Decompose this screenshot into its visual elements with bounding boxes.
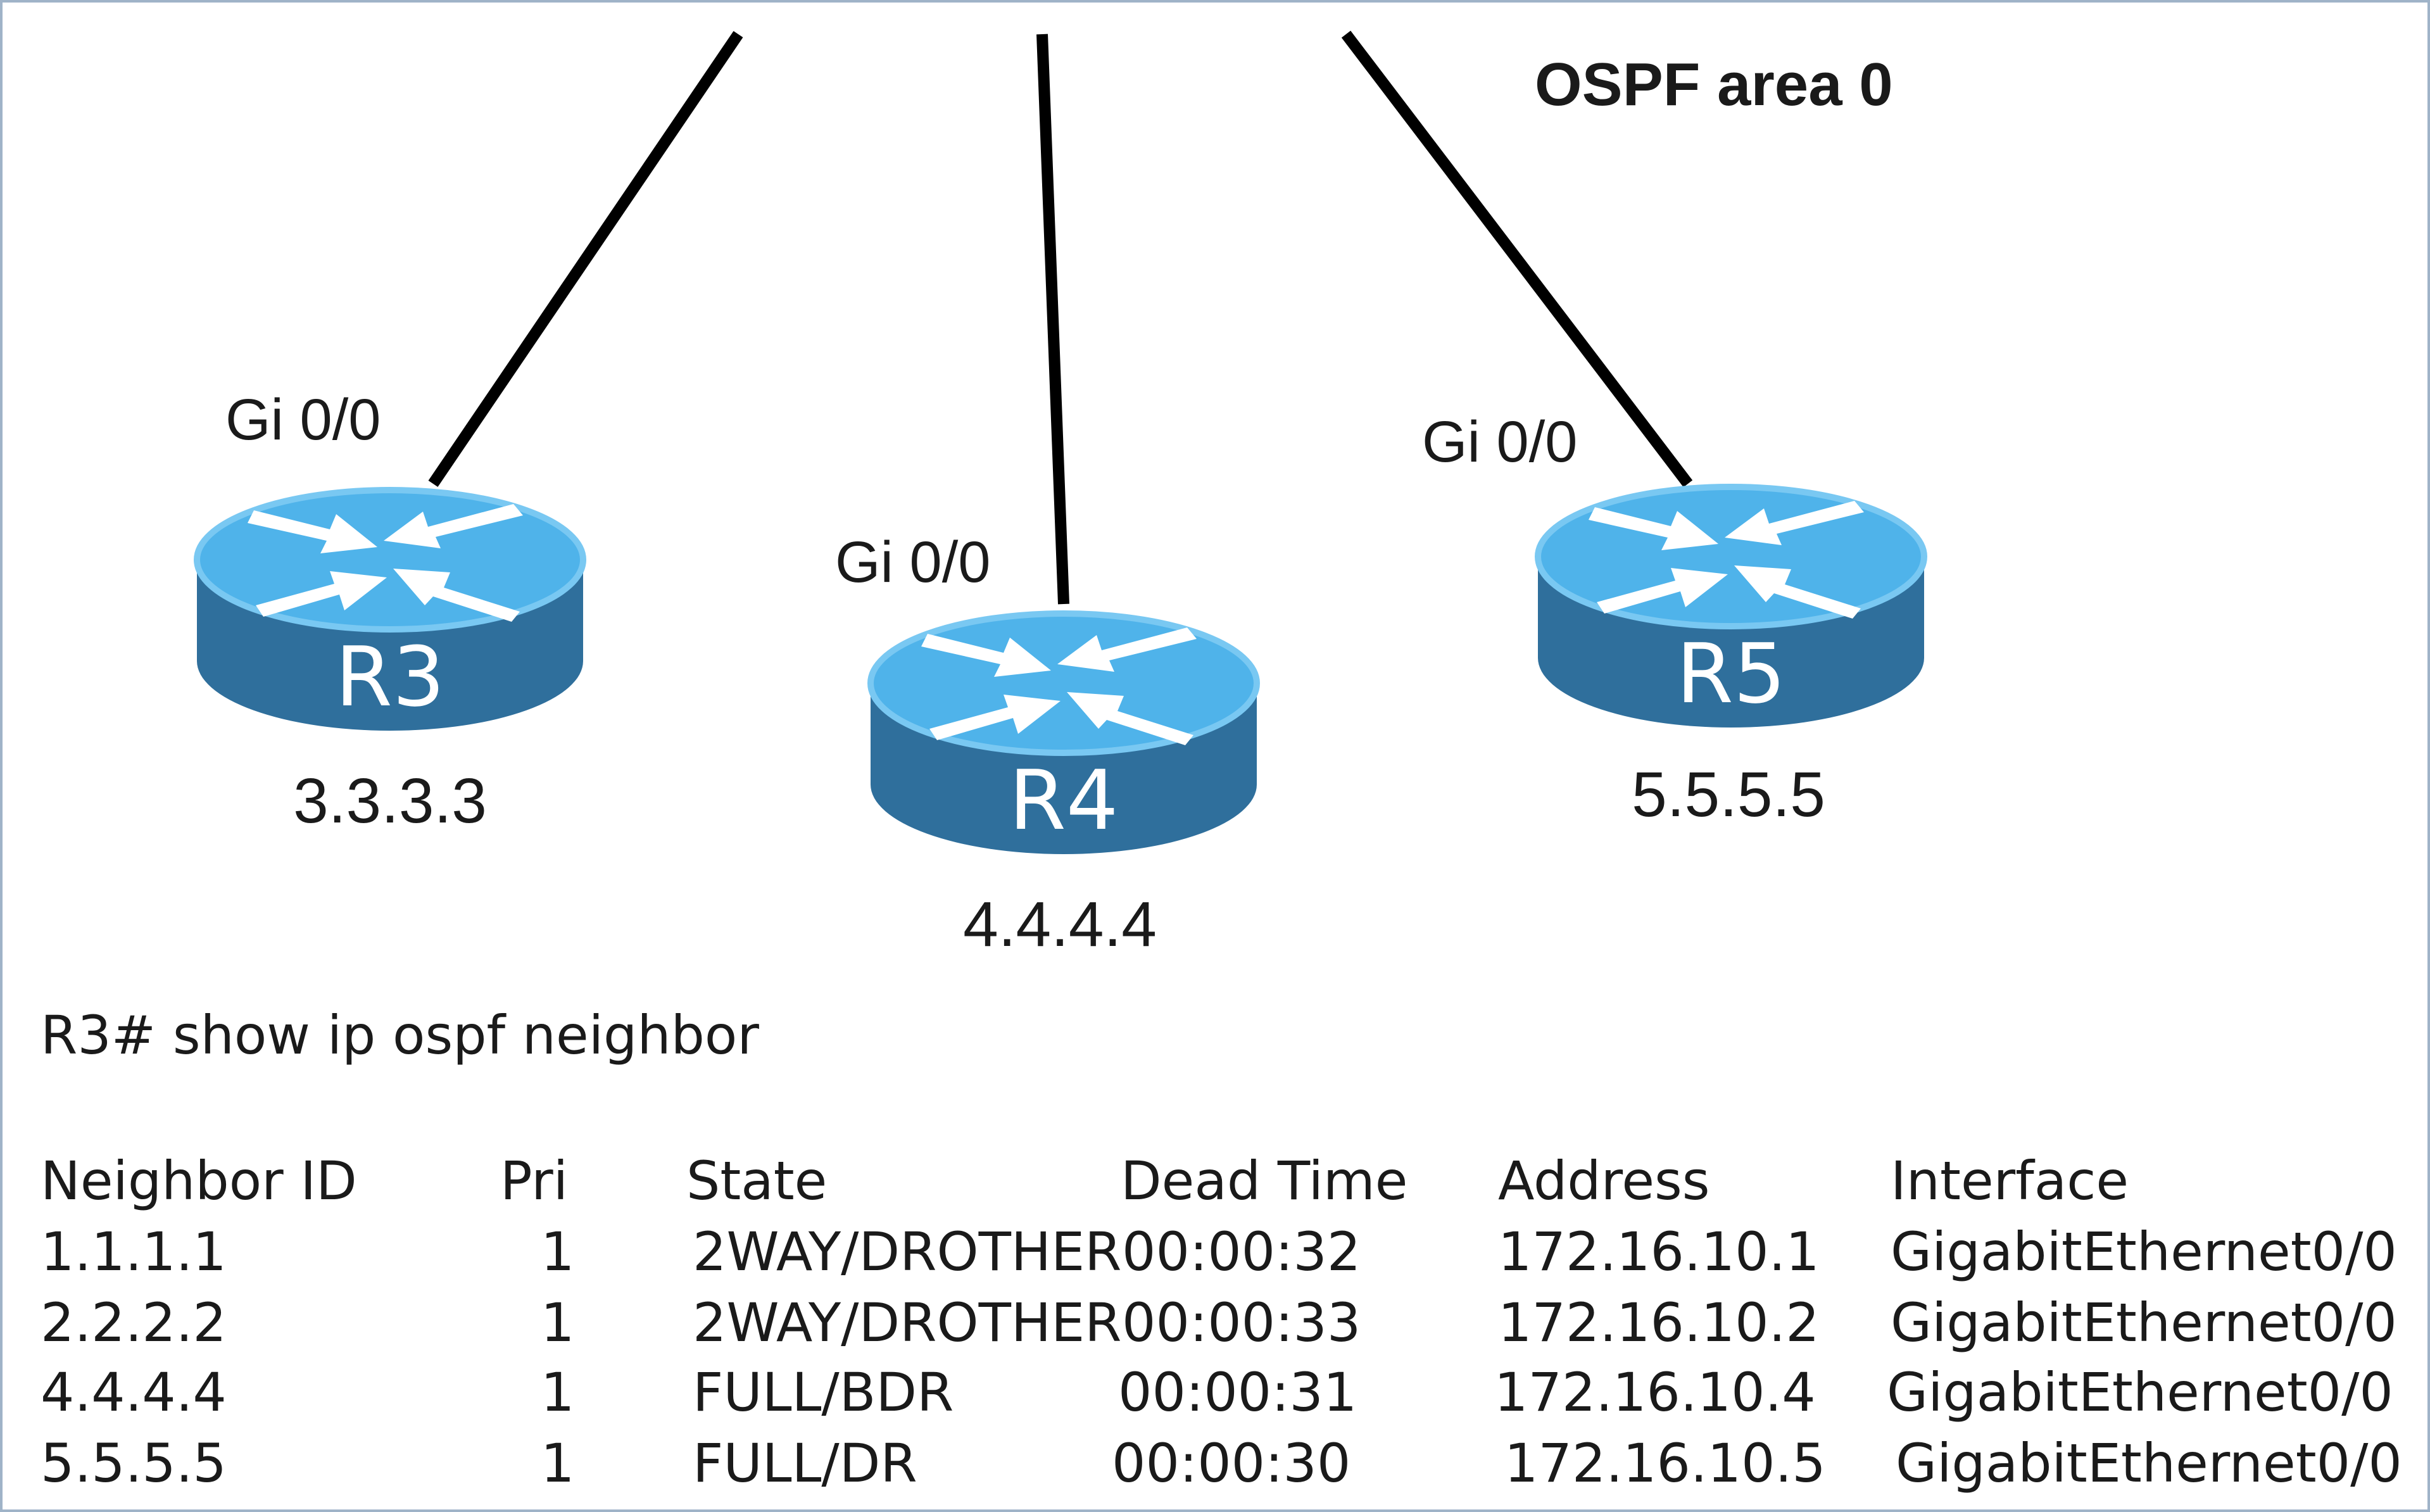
cell-dead-time: 00:00:33 <box>1122 1292 1361 1354</box>
cell-address: 172.16.10.4 <box>1494 1361 1816 1423</box>
header-dead-time: Dead Time <box>1121 1150 1407 1212</box>
link-r5 <box>1341 30 1693 488</box>
router-name-r4: R4 <box>1009 752 1118 848</box>
cell-neighbor-id: 5.5.5.5 <box>41 1432 227 1494</box>
cell-dead-time: 00:00:31 <box>1118 1361 1357 1423</box>
header-state: State <box>686 1150 827 1212</box>
cell-interface: GigabitEthernet0/0 <box>1887 1361 2393 1423</box>
router-name-r5: R5 <box>1676 626 1785 722</box>
router-icon <box>194 487 586 731</box>
header-address: Address <box>1498 1150 1710 1212</box>
cell-pri: 1 <box>541 1432 574 1494</box>
r5-interface-label: Gi 0/0 <box>1422 410 1577 474</box>
cell-interface: GigabitEthernet0/0 <box>1896 1432 2402 1494</box>
area-label: OSPF area 0 <box>1535 51 1893 118</box>
cell-dead-time: 00:00:30 <box>1112 1432 1350 1494</box>
header-neighbor-id: Neighbor ID <box>41 1150 357 1212</box>
header-interface: Interface <box>1891 1150 2129 1212</box>
router-name-r3: R3 <box>335 629 444 725</box>
table-row: 1.1.1.1 1 2WAY/DROTHER 00:00:32 172.16.1… <box>41 1221 2397 1283</box>
cell-interface: GigabitEthernet0/0 <box>1891 1292 2397 1354</box>
cell-dead-time: 00:00:32 <box>1122 1221 1361 1283</box>
cell-pri: 1 <box>541 1361 574 1423</box>
cell-interface: GigabitEthernet0/0 <box>1891 1221 2397 1283</box>
cell-pri: 1 <box>541 1292 574 1354</box>
link-r3 <box>428 30 743 488</box>
router-id-r4: 4.4.4.4 <box>963 889 1157 960</box>
table-row: 5.5.5.5 1 FULL/DR 00:00:30 172.16.10.5 G… <box>41 1432 2402 1494</box>
cell-state: FULL/BDR <box>693 1361 954 1423</box>
ospf-topology-diagram: OSPF area 0 Gi 0/0 Gi 0/0 Gi 0/0 R3 3.3.… <box>41 30 2402 1494</box>
router-icon <box>867 610 1260 854</box>
table-row: 4.4.4.4 1 FULL/BDR 00:00:31 172.16.10.4 … <box>41 1361 2393 1423</box>
router-icon <box>1535 484 1927 728</box>
cell-address: 172.16.10.2 <box>1498 1292 1820 1354</box>
cell-address: 172.16.10.5 <box>1504 1432 1826 1494</box>
table-row: 2.2.2.2 1 2WAY/DROTHER 00:00:33 172.16.1… <box>41 1292 2397 1354</box>
cell-neighbor-id: 4.4.4.4 <box>41 1361 227 1423</box>
cli-command: R3# show ip ospf neighbor <box>41 1004 759 1066</box>
router-id-r5: 5.5.5.5 <box>1632 759 1825 830</box>
neighbor-table: Neighbor ID Pri State Dead Time Address … <box>41 1150 2402 1494</box>
cell-state: FULL/DR <box>693 1432 917 1494</box>
header-pri: Pri <box>500 1150 568 1212</box>
cell-state: 2WAY/DROTHER <box>693 1221 1122 1283</box>
router-id-r3: 3.3.3.3 <box>293 765 487 836</box>
cell-address: 172.16.10.1 <box>1498 1221 1820 1283</box>
cell-state: 2WAY/DROTHER <box>693 1292 1122 1354</box>
cell-neighbor-id: 1.1.1.1 <box>41 1221 227 1283</box>
r4-interface-label: Gi 0/0 <box>835 530 990 595</box>
router-r3[interactable]: R3 <box>194 487 586 731</box>
link-r4 <box>1036 34 1069 605</box>
router-r4[interactable]: R4 <box>867 610 1260 854</box>
cell-pri: 1 <box>541 1221 574 1283</box>
router-r5[interactable]: R5 <box>1535 484 1927 728</box>
r3-interface-label: Gi 0/0 <box>225 387 381 452</box>
cell-neighbor-id: 2.2.2.2 <box>41 1292 227 1354</box>
